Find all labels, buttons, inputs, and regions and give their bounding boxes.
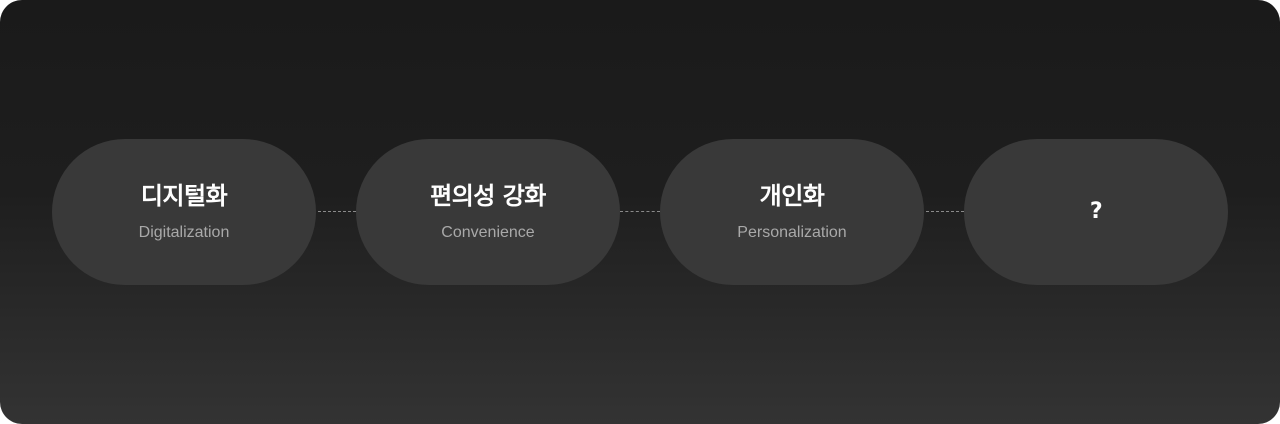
- step-title: 개인화: [759, 182, 825, 210]
- step-unknown: ?: [964, 139, 1228, 285]
- step-subtitle: Personalization: [737, 224, 847, 241]
- step-subtitle: Convenience: [441, 224, 535, 241]
- step-title: 편의성 강화: [430, 182, 546, 210]
- step-personalization: 개인화 Personalization: [660, 139, 924, 285]
- connector-line: [318, 211, 356, 212]
- step-title: 디지털화: [140, 182, 228, 210]
- step-digitalization: 디지털화 Digitalization: [52, 139, 316, 285]
- step-convenience: 편의성 강화 Convenience: [356, 139, 620, 285]
- step-title: ?: [1089, 199, 1103, 224]
- step-flow: 디지털화 Digitalization 편의성 강화 Convenience 개…: [52, 139, 1228, 285]
- connector-line: [620, 211, 660, 212]
- step-subtitle: Digitalization: [138, 224, 230, 241]
- connector-line: [926, 211, 964, 212]
